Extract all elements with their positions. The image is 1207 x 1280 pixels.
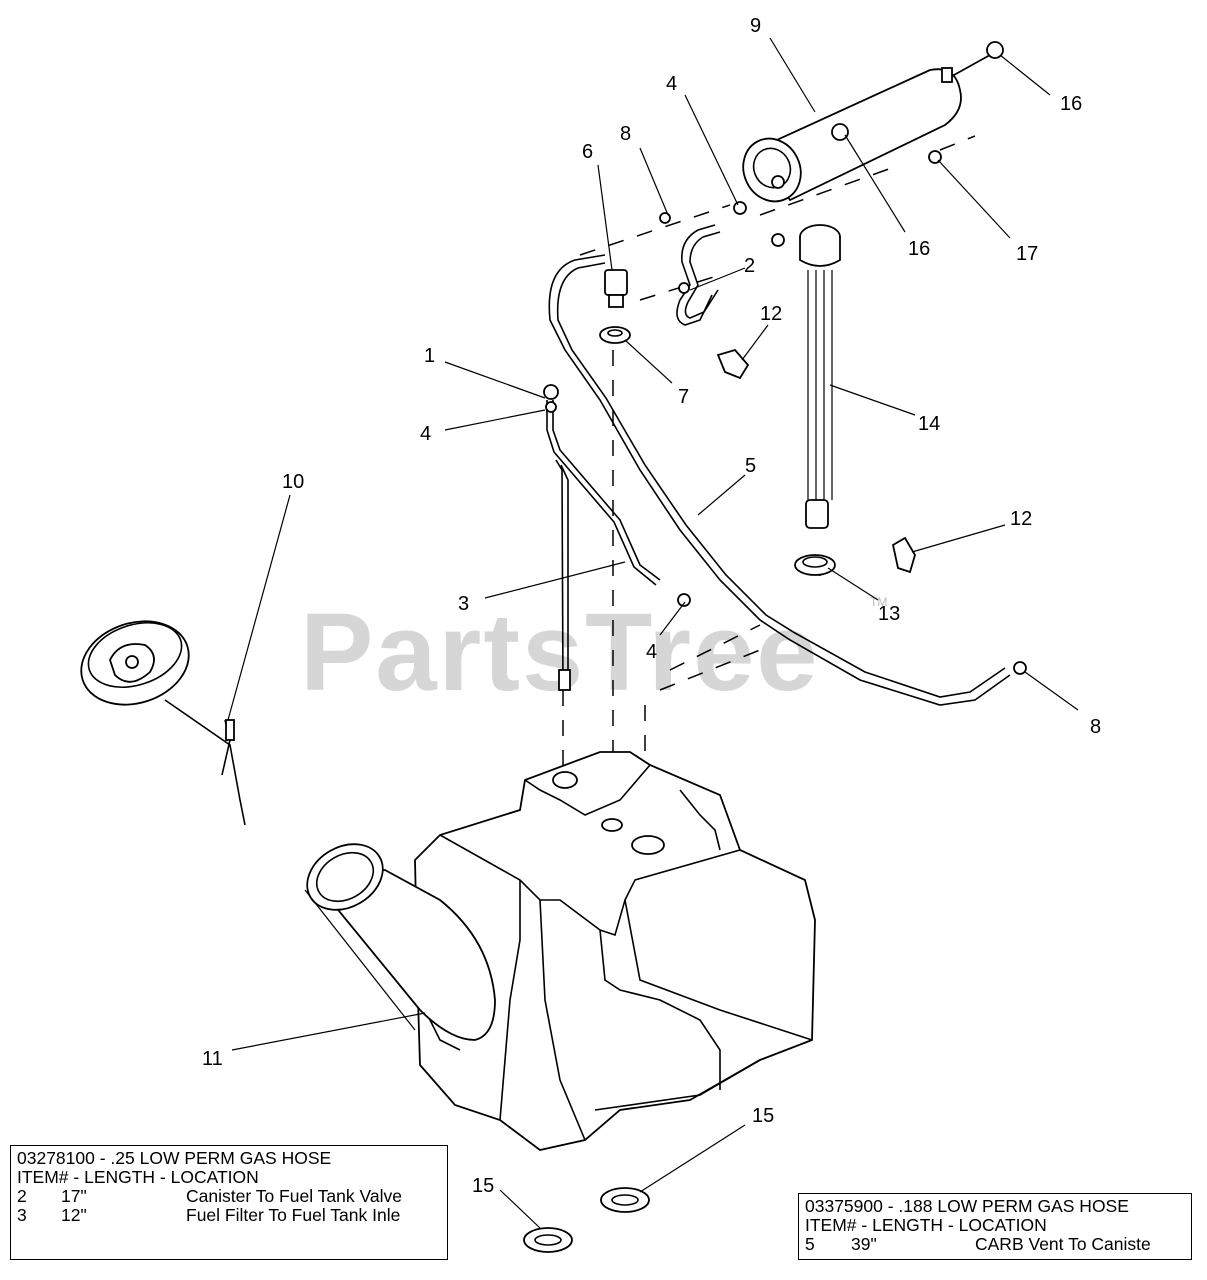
row-item: 3 [17,1205,27,1225]
callout-3: 3 [458,593,469,615]
fuel-tank [414,751,816,1151]
callout-14: 14 [918,413,940,435]
gas-cap [80,620,246,826]
watermark-text: PartsTree [300,591,819,714]
fuel-pickup [794,224,841,576]
leader-lines [227,37,1079,1229]
hose-table-188: 03375900 - .188 LOW PERM GAS HOSE ITEM# … [798,1193,1192,1260]
callout-12-right: 12 [1010,508,1032,530]
callout-17: 17 [1016,243,1038,265]
row-length: 12" [61,1205,87,1225]
table-row: 2 17" Canister To Fuel Tank Valve [17,1187,441,1206]
callout-1: 1 [424,345,435,367]
row-location: Fuel Filter To Fuel Tank Inle [186,1205,401,1225]
hose-part-number: 03278100 - .25 LOW PERM GAS HOSE [17,1148,332,1168]
callout-15-left: 15 [472,1175,494,1197]
hose-table-25: 03278100 - .25 LOW PERM GAS HOSE ITEM# -… [10,1145,448,1260]
callout-16-top: 16 [1060,93,1082,115]
gaskets [523,1187,650,1253]
callout-11: 11 [202,1048,223,1070]
callout-4-left: 4 [420,423,431,445]
assembly-centerlines [562,135,976,800]
rollover-valve [599,269,631,344]
hose-table-header: ITEM# - LENGTH - LOCATION [805,1215,1047,1235]
callout-10: 10 [282,471,304,493]
callout-9: 9 [750,15,761,37]
callout-5: 5 [745,455,756,477]
vent-hose [548,254,1027,706]
table-row: 3 12" Fuel Filter To Fuel Tank Inle [17,1206,441,1225]
fuel-line-left [543,384,691,691]
row-location: Canister To Fuel Tank Valve [186,1186,402,1206]
hose-part-number: 03375900 - .188 LOW PERM GAS HOSE [805,1196,1129,1216]
table-row: 5 39" CARB Vent To Caniste [805,1235,1185,1254]
callout-4-lower: 4 [646,641,657,663]
hose-clips [716,348,916,574]
callout-8-right: 8 [1090,716,1101,738]
charcoal-canister [659,41,1004,247]
callout-6: 6 [582,141,593,163]
row-location: CARB Vent To Caniste [975,1234,1151,1254]
callout-2: 2 [744,255,755,277]
row-length: 39" [851,1234,877,1254]
callout-13: 13 [878,603,900,625]
canister-hose [676,224,721,326]
filler-neck [304,843,496,1041]
callout-12-top: 12 [760,303,782,325]
row-item: 5 [805,1234,815,1254]
row-length: 17" [61,1186,87,1206]
callout-4-top: 4 [666,73,677,95]
callout-7: 7 [678,386,689,408]
callout-15-right: 15 [752,1105,774,1127]
callout-labels: 9 4 8 6 16 17 16 2 12 1 4 7 14 5 10 12 3… [202,15,1101,1197]
callout-16-mid: 16 [908,238,930,260]
callout-8-top: 8 [620,123,631,145]
hose-table-header: ITEM# - LENGTH - LOCATION [17,1167,259,1187]
watermark-trademark: TM [870,595,887,609]
row-item: 2 [17,1186,27,1206]
